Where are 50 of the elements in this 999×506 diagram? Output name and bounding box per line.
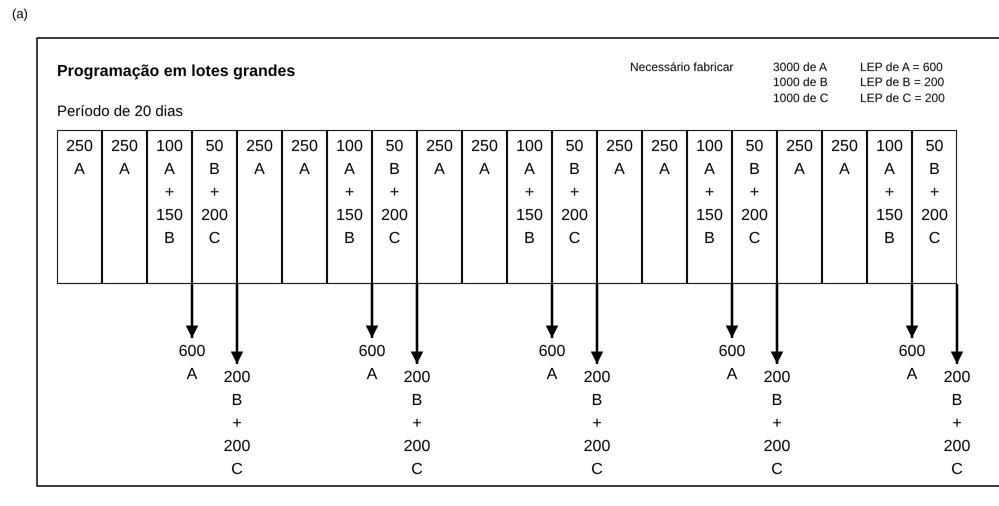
arrow bbox=[186, 284, 198, 338]
schedule-cell: 250 A bbox=[417, 130, 462, 284]
note-text: LEP de B = 200 bbox=[860, 75, 944, 89]
quantity-text: 200 B + 200 C bbox=[215, 366, 259, 481]
note-text: (a) bbox=[12, 6, 28, 21]
quantity-text: 600 A bbox=[350, 340, 394, 386]
schedule-cell: 100 A + 150 B bbox=[687, 130, 732, 284]
quantity-text: 200 B + 200 C bbox=[395, 366, 439, 481]
schedule-cell: 50 B + 200 C bbox=[552, 130, 597, 284]
note-text: LEP de C = 200 bbox=[860, 91, 945, 105]
schedule-cell: 100 A + 150 B bbox=[507, 130, 552, 284]
arrow bbox=[590, 284, 604, 364]
schedule-cell: 250 A bbox=[237, 130, 282, 284]
schedule-cell: 250 A bbox=[462, 130, 507, 284]
note-text: LEP de A = 600 bbox=[860, 60, 943, 74]
diagram-title: Programação em lotes grandes bbox=[57, 63, 296, 81]
note-text: Período de 20 dias bbox=[57, 103, 183, 120]
note-text: 1000 de B bbox=[773, 75, 828, 89]
arrow bbox=[410, 284, 424, 364]
schedule-cell: 250 A bbox=[282, 130, 327, 284]
schedule-cell: 50 B + 200 C bbox=[732, 130, 777, 284]
quantity-text: 600 A bbox=[890, 340, 934, 386]
schedule-cell: 100 A + 150 B bbox=[327, 130, 372, 284]
schedule-cell: 250 A bbox=[102, 130, 147, 284]
arrow bbox=[546, 284, 558, 338]
schedule-cell: 100 A + 150 B bbox=[147, 130, 192, 284]
arrow bbox=[906, 284, 918, 338]
quantity-text: 200 B + 200 C bbox=[935, 366, 979, 481]
quantity-text: 200 B + 200 C bbox=[575, 366, 619, 481]
schedule-cell: 50 B + 200 C bbox=[192, 130, 237, 284]
quantity-text: 600 A bbox=[530, 340, 574, 386]
quantity-text: 600 A bbox=[170, 340, 214, 386]
note-text: 3000 de A bbox=[773, 60, 828, 74]
schedule-cell: 250 A bbox=[642, 130, 687, 284]
arrow bbox=[950, 284, 964, 364]
arrow bbox=[770, 284, 784, 364]
note-text: Necessário fabricar bbox=[630, 60, 734, 74]
schedule-cell: 250 A bbox=[777, 130, 822, 284]
arrow bbox=[366, 284, 378, 338]
schedule-cell: 100 A + 150 B bbox=[867, 130, 912, 284]
arrow bbox=[726, 284, 738, 338]
schedule-cell: 250 A bbox=[57, 130, 102, 284]
schedule-cell: 50 B + 200 C bbox=[372, 130, 417, 284]
schedule-cell: 250 A bbox=[822, 130, 867, 284]
arrow bbox=[230, 284, 244, 364]
quantity-text: 600 A bbox=[710, 340, 754, 386]
quantity-text: 200 B + 200 C bbox=[755, 366, 799, 481]
schedule-cell: 50 B + 200 C bbox=[912, 130, 957, 284]
note-text: 1000 de C bbox=[773, 91, 828, 105]
schedule-cell: 250 A bbox=[597, 130, 642, 284]
